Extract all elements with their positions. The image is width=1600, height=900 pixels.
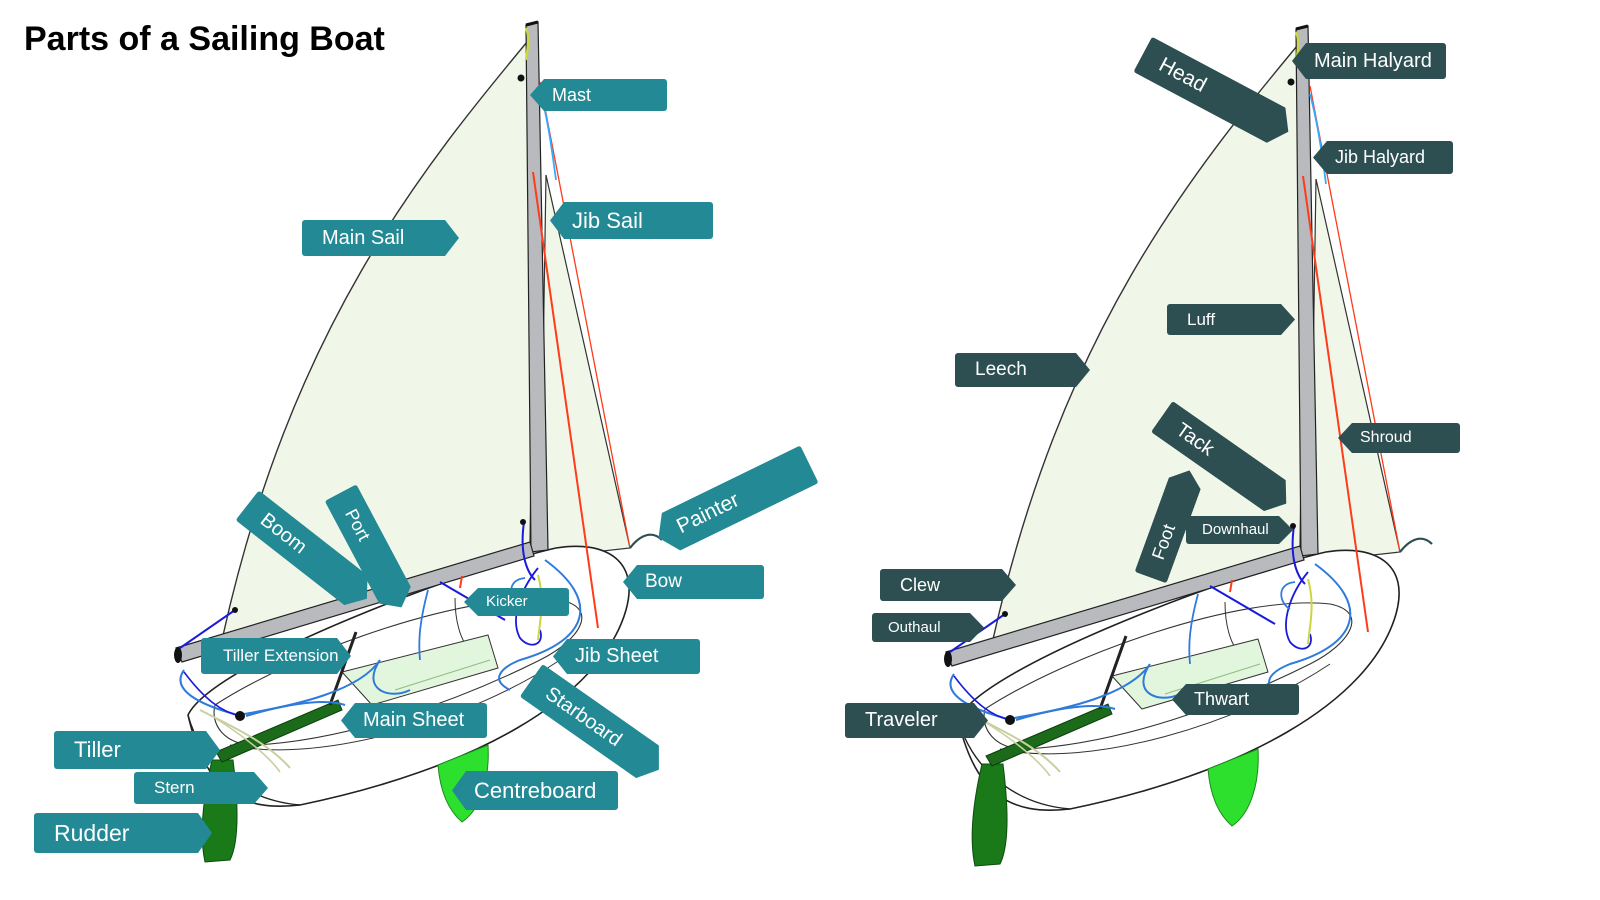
label-traveler: Traveler — [845, 703, 988, 738]
label-thwart: Thwart — [1172, 684, 1299, 715]
label-centreboard: Centreboard — [452, 771, 618, 810]
label-jib-sheet: Jib Sheet — [553, 639, 700, 674]
label-tiller: Tiller — [54, 731, 220, 769]
label-tiller-extension: Tiller Extension — [201, 638, 351, 674]
label-main-halyard: Main Halyard — [1292, 43, 1446, 79]
label-main-sheet: Main Sheet — [341, 703, 487, 738]
label-luff: Luff — [1167, 304, 1295, 335]
label-outhaul: Outhaul — [872, 613, 984, 642]
label-downhaul: Downhaul — [1186, 516, 1293, 544]
label-stern: Stern — [134, 772, 268, 804]
label-clew: Clew — [880, 569, 1016, 601]
page-title: Parts of a Sailing Boat — [24, 20, 385, 58]
label-bow: Bow — [623, 565, 764, 599]
label-rudder: Rudder — [34, 813, 212, 853]
label-shroud: Shroud — [1338, 423, 1460, 453]
label-main-sail: Main Sail — [302, 220, 459, 256]
label-mast: Mast — [530, 79, 667, 111]
label-jib-sail: Jib Sail — [550, 202, 713, 239]
label-jib-halyard: Jib Halyard — [1313, 141, 1453, 174]
label-leech: Leech — [955, 353, 1090, 387]
label-kicker: Kicker — [464, 588, 569, 616]
